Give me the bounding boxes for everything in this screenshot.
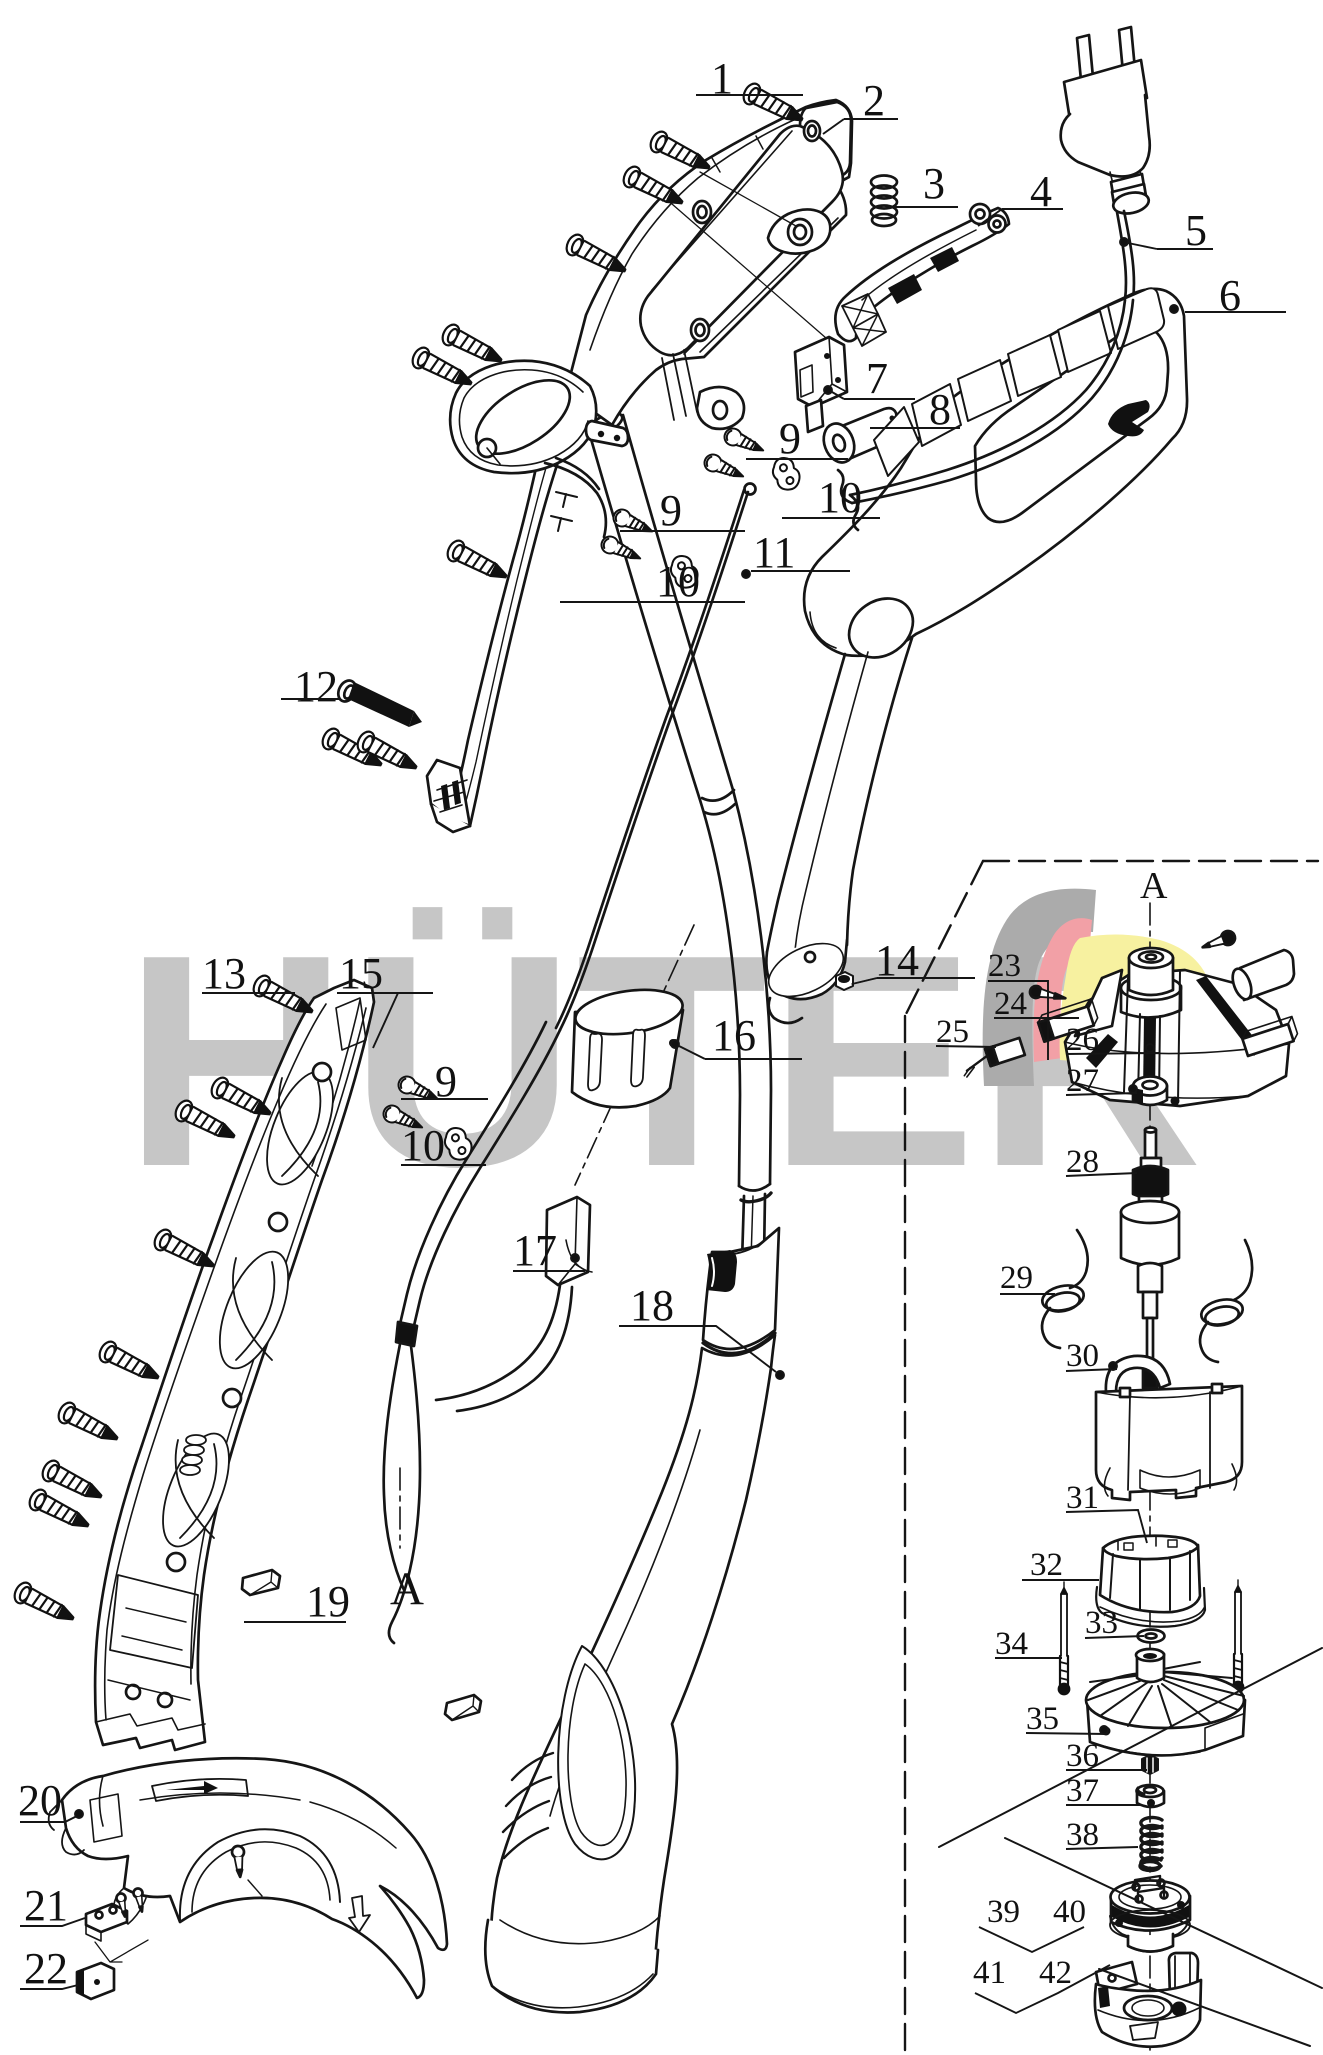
svg-text:5: 5 [1185,206,1207,255]
svg-text:24: 24 [994,986,1027,1022]
svg-text:20: 20 [18,1776,62,1825]
svg-text:27: 27 [1066,1063,1099,1099]
svg-text:17: 17 [513,1226,557,1275]
svg-text:9: 9 [435,1057,457,1106]
svg-text:7: 7 [866,354,888,403]
svg-text:15: 15 [339,949,383,998]
svg-text:12: 12 [294,662,338,711]
svg-text:21: 21 [24,1881,68,1930]
svg-text:19: 19 [306,1577,350,1626]
svg-text:10: 10 [656,557,700,606]
svg-text:33: 33 [1085,1605,1118,1641]
svg-text:31: 31 [1066,1480,1099,1516]
svg-text:23: 23 [988,948,1021,984]
svg-text:10: 10 [401,1121,445,1170]
svg-text:41: 41 [973,1955,1006,1991]
svg-text:2: 2 [863,76,885,125]
svg-text:25: 25 [936,1014,969,1050]
svg-text:6: 6 [1219,271,1241,320]
svg-text:14: 14 [875,936,919,985]
svg-text:A: A [1140,865,1168,907]
svg-text:32: 32 [1030,1547,1063,1583]
svg-text:37: 37 [1066,1773,1099,1809]
svg-text:18: 18 [630,1281,674,1330]
svg-text:4: 4 [1030,167,1052,216]
svg-text:11: 11 [753,528,795,577]
svg-text:36: 36 [1066,1738,1099,1774]
svg-text:1: 1 [711,54,733,103]
svg-text:42: 42 [1039,1955,1072,1991]
svg-text:38: 38 [1066,1817,1099,1853]
svg-text:9: 9 [779,414,801,463]
svg-text:40: 40 [1053,1894,1086,1930]
svg-text:39: 39 [987,1894,1020,1930]
svg-text:22: 22 [24,1944,68,1993]
svg-text:16: 16 [712,1011,756,1060]
svg-text:34: 34 [995,1626,1028,1662]
svg-text:35: 35 [1026,1701,1059,1737]
svg-text:30: 30 [1066,1338,1099,1374]
svg-text:10: 10 [818,473,862,522]
svg-text:3: 3 [923,159,945,208]
svg-text:8: 8 [929,385,951,434]
svg-text:9: 9 [660,486,682,535]
svg-text:26: 26 [1066,1022,1099,1058]
svg-text:29: 29 [1000,1260,1033,1296]
svg-text:13: 13 [202,949,246,998]
svg-text:A: A [390,1563,424,1615]
